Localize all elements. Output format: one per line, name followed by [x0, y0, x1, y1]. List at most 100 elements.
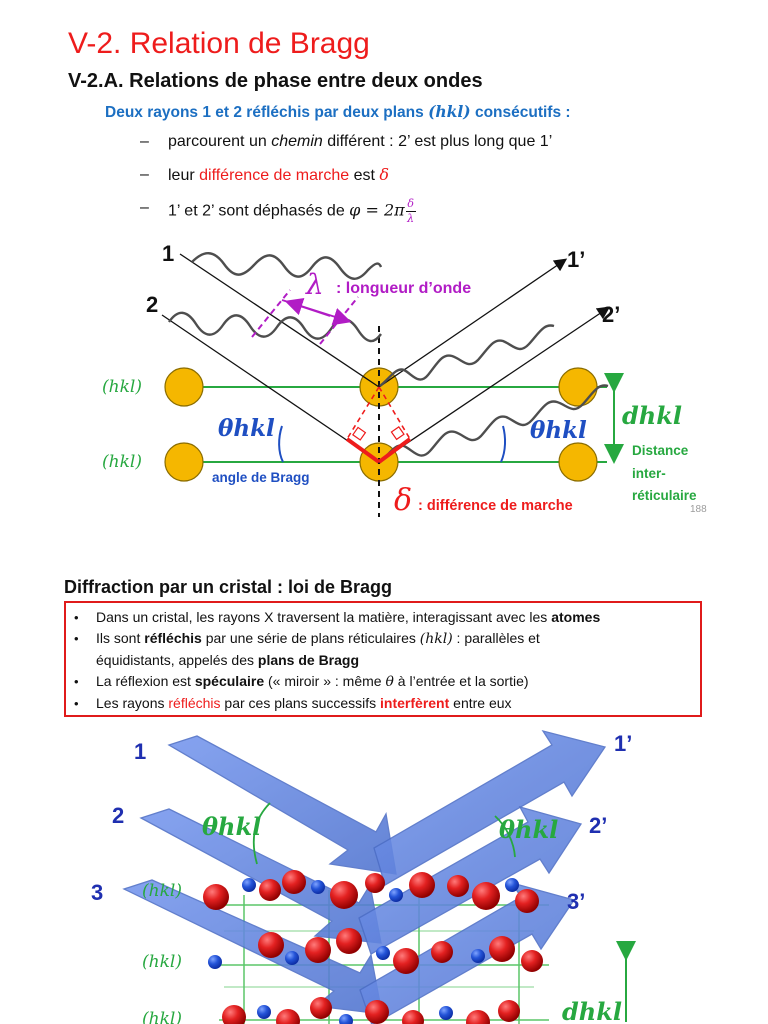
theta-arc-lower-left: [252, 802, 271, 865]
info-part: spéculaire: [194, 673, 265, 689]
info-text-4: Les rayons réfléchis par ces plans succe…: [96, 693, 512, 714]
outgoing-label-2-prime: 2’: [589, 813, 607, 838]
lambda-marker-right: [319, 296, 359, 345]
dash-icon: –: [140, 133, 149, 150]
info-text-1: Dans un cristal, les rayons X traversent…: [96, 607, 600, 628]
incident-wave-1: [191, 252, 383, 280]
atoms-row-2: [208, 928, 543, 974]
atom-circle: [558, 367, 598, 407]
section-subtitle: V-2.A. Relations de phase entre deux ond…: [68, 70, 483, 92]
delta-symbol: δ: [379, 165, 390, 184]
info-part: atomes: [551, 609, 601, 625]
lambda-arrow-return: [284, 298, 331, 317]
info-text-2: Ils sont réfléchis par une série de plan…: [96, 628, 540, 650]
outgoing-label-1-prime: 1’: [614, 731, 632, 756]
bullet-middle: est: [349, 167, 380, 184]
theta-arc-right: [500, 425, 507, 463]
delta-segment-left: [345, 437, 381, 464]
distance-label-line-3: réticulaire: [632, 488, 697, 503]
fraction-numerator: δ: [407, 197, 414, 210]
bragg-angle-label: angle de Bragg: [212, 470, 310, 485]
info-item-2-continued: équidistants, appelés des plans de Bragg: [74, 650, 690, 671]
theta-arc-left: [278, 425, 284, 463]
theta-arc-lower-right: [494, 815, 516, 858]
lambda-symbol: λ: [305, 268, 324, 301]
crystal-section-title: Diffraction par un cristal : loi de Brag…: [64, 577, 393, 597]
phase-bullet-list: – parcourent un chemin différent : 2’ es…: [140, 132, 700, 231]
incoming-arrow-1: [167, 735, 397, 875]
crystal-diffraction-diagram: 1 2 3 1’ 2’ 3’ (hkl) (hkl) (hkl) θhkl θh…: [74, 725, 694, 1024]
bullet-text-path: parcourent un chemin différent : 2’ est …: [168, 132, 552, 152]
info-item-2: • Ils sont réfléchis par une série de pl…: [74, 628, 690, 650]
delta-guide-right: [378, 386, 411, 440]
incoming-label-1: 1: [134, 739, 146, 764]
theta-label-lower-right: θhkl: [499, 815, 558, 844]
info-part: Ils sont: [96, 630, 145, 646]
ray-label-2-prime: 2’: [602, 302, 620, 327]
lambda-label: : longueur d’onde: [336, 280, 471, 297]
plane-label-lower: (hkl): [102, 452, 142, 472]
intro-hkl: (hkl): [428, 102, 471, 121]
info-part: La réflexion est: [96, 673, 195, 689]
info-item-3: • La réflexion est spéculaire (« miroir …: [74, 671, 690, 693]
bullet-suffix: différent : 2’ est plus long que 1’: [322, 133, 553, 150]
right-angle-right: [390, 426, 405, 441]
crystal-diffraction-svg: 1 2 3 1’ 2’ 3’ (hkl) (hkl) (hkl) θhkl θh…: [91, 729, 636, 1024]
d-hkl-label: dhkl: [622, 401, 682, 430]
info-part: équidistants, appelés des: [96, 652, 258, 668]
bullet-dot-icon: •: [74, 674, 79, 689]
delta-segment-right: [377, 437, 412, 464]
plane-label-lower-1: (hkl): [142, 881, 182, 901]
info-part: : parallèles et: [452, 630, 540, 646]
incident-ray-2: [161, 314, 380, 463]
bullet-prefix: parcourent un: [168, 133, 272, 150]
intro-suffix: consécutifs :: [474, 104, 571, 121]
intro-text: Deux rayons 1 et 2 réfléchis par deux pl…: [105, 104, 424, 121]
info-part: Les rayons: [96, 695, 169, 711]
fraction-bar: [405, 211, 416, 212]
bullet-highlight: différence de marche: [199, 167, 350, 184]
info-part: réfléchis: [144, 630, 202, 646]
bullet-prefix: leur: [168, 167, 200, 184]
info-text-3: La réflexion est spéculaire (« miroir » …: [96, 671, 529, 693]
incoming-label-2: 2: [112, 803, 124, 828]
info-text-2-continued: équidistants, appelés des plans de Bragg: [96, 650, 359, 671]
bullet-dot-icon: •: [74, 610, 79, 625]
bullet-prefix: 1’ et 2’ sont déphasés de: [168, 202, 350, 220]
page-title: V-2. Relation de Bragg: [68, 27, 370, 60]
reflected-ray-2: [378, 306, 611, 463]
reflected-wave-1: [379, 324, 555, 387]
theta-label-right: θhkl: [530, 417, 587, 444]
bullet-dot-icon: •: [74, 631, 79, 646]
info-part: (hkl): [419, 631, 453, 647]
bullet-item-delta: – leur différence de marche est δ: [140, 165, 700, 198]
distance-label-line-2: inter-: [632, 466, 666, 481]
dash-icon: –: [140, 166, 149, 183]
incoming-arrows: [122, 735, 397, 1015]
incoming-label-3: 3: [91, 880, 103, 905]
info-part: plans de Bragg: [257, 652, 360, 668]
atom-circle: [164, 442, 204, 482]
outgoing-arrows: [358, 729, 607, 1024]
fraction-denominator: λ: [407, 212, 415, 225]
info-part: (« miroir » : même: [264, 673, 386, 689]
ray-label-2: 2: [146, 292, 158, 317]
bragg-info-box: • Dans un cristal, les rayons X traverse…: [64, 601, 702, 717]
info-part: par ces plans successifs: [220, 695, 381, 711]
bullet-emphasis: chemin: [271, 133, 323, 150]
incident-ray-1: [179, 253, 380, 388]
info-list: • Dans un cristal, les rayons X traverse…: [74, 607, 690, 714]
lambda-marker-left: [251, 289, 291, 338]
outgoing-label-3-prime: 3’: [567, 889, 585, 914]
atom-circle: [558, 442, 598, 482]
atoms-row-1: [203, 870, 539, 913]
bullet-text-delta: leur différence de marche est δ: [168, 165, 389, 186]
info-part: à l’entrée et la sortie): [393, 673, 529, 689]
plane-label-upper: (hkl): [102, 377, 142, 397]
dash-icon: –: [140, 199, 149, 216]
info-part: réfléchis: [168, 695, 221, 711]
d-hkl-label-lower: dhkl: [562, 997, 622, 1024]
ray-label-1: 1: [162, 241, 174, 266]
